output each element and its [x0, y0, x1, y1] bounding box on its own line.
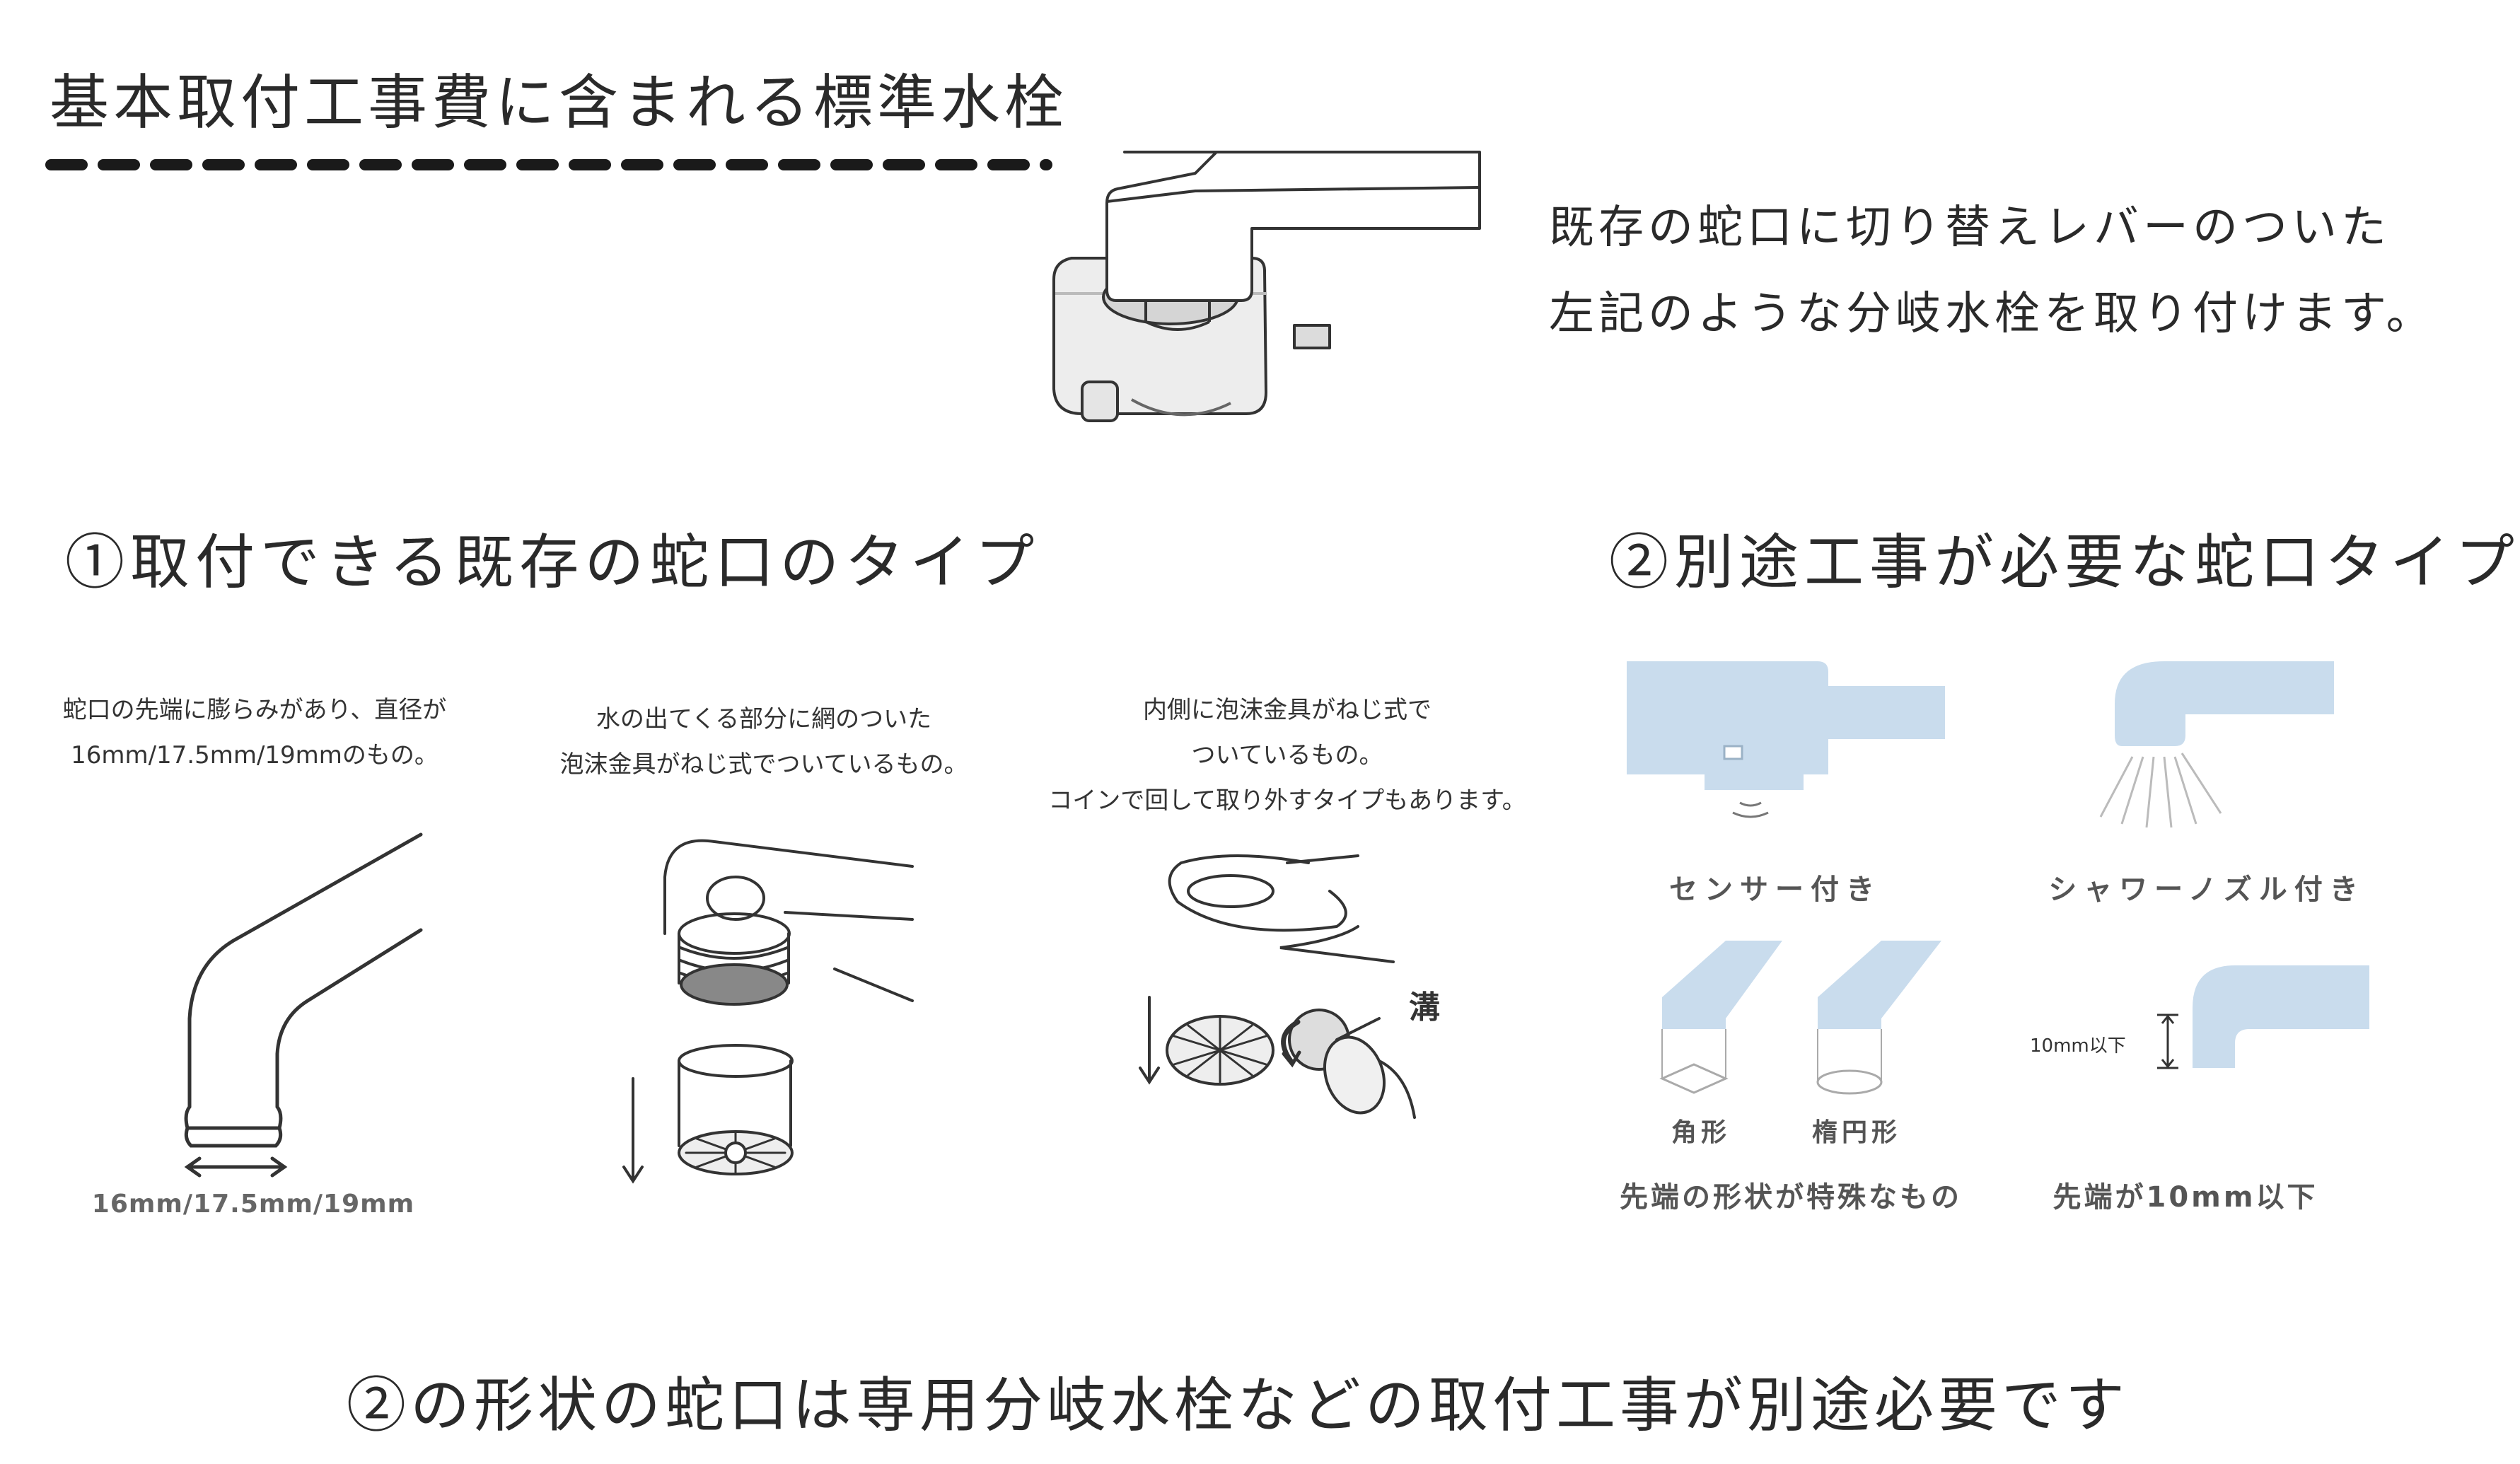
- section2-title: ②別途工事が必要な蛇口タイプ: [1609, 528, 2520, 597]
- description-line-2: 左記のような分岐水栓を取り付けます。: [1549, 288, 2436, 340]
- dashed-underline: [45, 159, 1052, 170]
- 10mm-dimension-label: 10mm以下: [2030, 1035, 2126, 1057]
- page-title: 基本取付工事費に含まれる標準水栓: [50, 68, 1069, 137]
- footer-note: ②の形状の蛇口は専用分岐水栓などの取付工事が別途必要です: [347, 1371, 2130, 1440]
- branch-faucet-illustration: [1052, 151, 1481, 422]
- faucet-type2-caption: 水の出てくる部分に網のついた 泡沫金具がねじ式でついているもの。: [559, 705, 968, 779]
- groove-label: 溝: [1409, 989, 1444, 1026]
- sensor-label: センサー付き: [1669, 873, 1881, 906]
- special-tip-shapes-illustration: [1659, 941, 1941, 1095]
- dimension-label-16-19mm: 16mm/17.5mm/19mm: [91, 1190, 415, 1219]
- sensor-faucet-illustration: [1627, 661, 1945, 818]
- short-tip-illustration: [2157, 965, 2369, 1069]
- short-tip-label: 先端が10mm以下: [2052, 1181, 2318, 1214]
- faucet-type1-illustration: [184, 832, 423, 1178]
- faucet-type3-illustration: [1139, 854, 1416, 1119]
- faucet-type2-illustration: [622, 839, 914, 1184]
- oval-shape-label: 楕円形: [1811, 1118, 1901, 1147]
- special-tip-label: 先端の形状が特殊なもの: [1620, 1181, 1962, 1214]
- faucet-type1-caption: 蛇口の先端に膨らみがあり、直径が 16mm/17.5mm/19mmのもの。: [62, 696, 447, 769]
- faucet-type3-caption: 内側に泡沫金具がねじ式で ついているもの。 コインで回して取り外すタイプもありま…: [1048, 696, 1526, 815]
- section1-title: ①取付できる既存の蛇口のタイプ: [65, 528, 1040, 597]
- square-shape-label: 角形: [1671, 1118, 1731, 1147]
- shower-nozzle-label: シャワーノズル付き: [2048, 873, 2365, 906]
- shower-nozzle-illustration: [2099, 661, 2334, 828]
- description-line-1: 既存の蛇口に切り替えレバーのついた: [1549, 202, 2391, 254]
